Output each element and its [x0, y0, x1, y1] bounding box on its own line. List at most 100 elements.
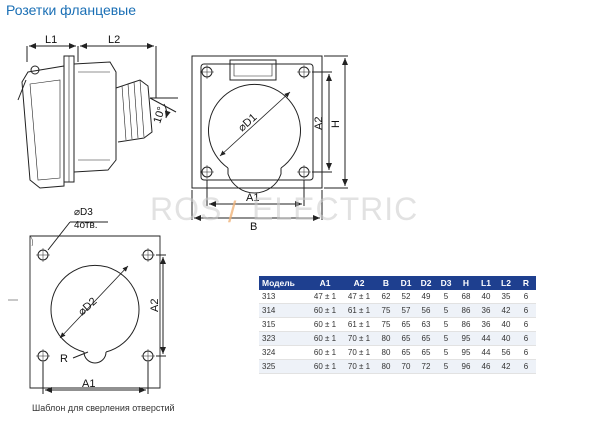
cell: 65 [416, 345, 436, 360]
cell: 60 ± 1 [308, 345, 342, 360]
cell: 61 ± 1 [342, 317, 376, 332]
col-header: L1 [476, 276, 496, 290]
cell: 35 [496, 290, 516, 304]
cell: 313 [259, 290, 308, 304]
cell: 56 [416, 303, 436, 318]
drill-template [8, 221, 166, 394]
label-d2: ⌀D2 [76, 295, 99, 318]
front-view [191, 55, 348, 221]
cell: 70 [396, 359, 416, 374]
cell: 42 [496, 303, 516, 318]
label-l1: L1 [45, 34, 57, 46]
cell: 44 [476, 331, 496, 346]
label-d1: ⌀D1 [236, 111, 259, 134]
cell: 5 [436, 303, 456, 318]
cell: 65 [416, 331, 436, 346]
cell: 80 [376, 359, 396, 374]
svg-text:/: / [228, 196, 237, 229]
cell: 63 [416, 317, 436, 332]
cell: 49 [416, 290, 436, 304]
col-header: D1 [396, 276, 416, 290]
col-header: B [376, 276, 396, 290]
cell: 47 ± 1 [308, 290, 342, 304]
cell: 5 [436, 331, 456, 346]
cell: 65 [396, 345, 416, 360]
cell: 6 [516, 331, 536, 346]
col-header: A2 [342, 276, 376, 290]
label-holes: 4отв. [74, 220, 98, 231]
label-h: H [330, 120, 342, 128]
cell: 6 [516, 359, 536, 374]
col-header: H [456, 276, 476, 290]
cell: 52 [396, 290, 416, 304]
label-a1: A1 [246, 192, 259, 204]
cell: 75 [376, 303, 396, 318]
cell: 5 [436, 290, 456, 304]
cell: 36 [476, 317, 496, 332]
cell: 86 [456, 303, 476, 318]
col-header: R [516, 276, 536, 290]
col-header: L2 [496, 276, 516, 290]
col-header: Модель [259, 276, 308, 290]
cell: 72 [416, 359, 436, 374]
cell: 60 ± 1 [308, 317, 342, 332]
cell: 95 [456, 345, 476, 360]
cell: 60 ± 1 [308, 303, 342, 318]
cell: 70 ± 1 [342, 345, 376, 360]
cell: 6 [516, 303, 536, 318]
cell: 62 [376, 290, 396, 304]
cell: 315 [259, 317, 308, 332]
col-header: A1 [308, 276, 342, 290]
cell: 86 [456, 317, 476, 332]
cell: 6 [516, 290, 536, 304]
cell: 70 ± 1 [342, 331, 376, 346]
cell: 80 [376, 331, 396, 346]
cell: 75 [376, 317, 396, 332]
page-title: Розетки фланцевые [6, 2, 137, 18]
label-tpl-a1: A1 [82, 378, 95, 390]
cell: 40 [496, 317, 516, 332]
cell: 324 [259, 345, 308, 360]
cell: 70 ± 1 [342, 359, 376, 374]
label-l2: L2 [108, 34, 120, 46]
cell: 95 [456, 331, 476, 346]
col-header: D2 [416, 276, 436, 290]
cell: 6 [516, 317, 536, 332]
cell: 42 [496, 359, 516, 374]
label-d3: ⌀D3 [74, 207, 93, 218]
cell: 6 [516, 345, 536, 360]
cell: 5 [436, 317, 456, 332]
cell: 61 ± 1 [342, 303, 376, 318]
cell: 5 [436, 345, 456, 360]
cell: 60 ± 1 [308, 331, 342, 346]
watermark: ROS / ELECTRIC [150, 191, 417, 229]
template-caption: Шаблон для сверления отверстий [32, 403, 175, 413]
cell: 46 [476, 359, 496, 374]
cell: 325 [259, 359, 308, 374]
cell: 314 [259, 303, 308, 318]
cell: 47 ± 1 [342, 290, 376, 304]
cell: 60 ± 1 [308, 359, 342, 374]
side-view [17, 43, 178, 189]
cell: 80 [376, 345, 396, 360]
col-header: D3 [436, 276, 456, 290]
cell: 44 [476, 345, 496, 360]
cell: 96 [456, 359, 476, 374]
label-tpl-a2: A2 [149, 299, 161, 312]
cell: 40 [476, 290, 496, 304]
label-b: B [250, 221, 257, 233]
cell: 65 [396, 331, 416, 346]
cell: 5 [436, 359, 456, 374]
cell: 40 [496, 331, 516, 346]
label-angle: 10° [151, 105, 168, 125]
cell: 56 [496, 345, 516, 360]
label-r: R [60, 353, 68, 365]
table-header-row: Модель A1 A2 B D1 D2 D3 H L1 L2 R [259, 276, 536, 290]
